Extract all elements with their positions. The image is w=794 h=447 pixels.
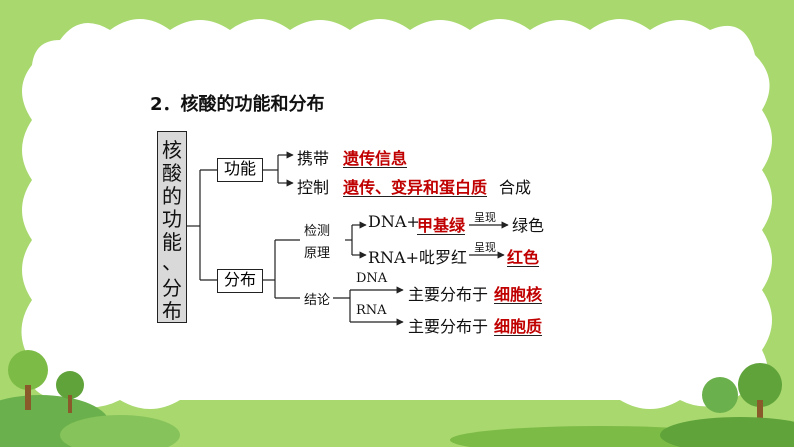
control-suffix: 合成 [499,178,532,197]
dna-reagent-prefix: DNA+ [368,212,420,231]
carry-answer: 遗传信息 [343,149,408,168]
reaction-label-1: 呈现 [474,211,496,224]
dna-location-prefix: 主要分布于 [408,285,489,304]
control-label: 控制 [297,178,330,197]
rna-reagent: RNA+吡罗红 [368,248,468,267]
control-answer: 遗传、变异和蛋白质 [343,178,488,197]
rna-color-answer: 红色 [507,248,540,267]
grass-and-trees [0,350,794,447]
root-char: 的 [162,184,182,208]
detect-label: 检测 [304,224,331,239]
function-box: 功能 [217,158,263,182]
root-char: 功 [162,207,182,231]
root-node-box: 核 酸 的 功 能 、 分 布 [157,131,187,323]
root-char: 分 [162,276,182,300]
root-char: 布 [162,299,182,323]
dna-location-answer: 细胞核 [494,285,543,304]
distribution-box: 分布 [217,269,263,293]
cloud-frame [21,19,772,409]
carry-label: 携带 [297,149,330,168]
dna-arrow-label: DNA [356,271,388,286]
rna-location-prefix: 主要分布于 [408,317,489,336]
principle-label: 原理 [304,246,331,261]
conclusion-label: 结论 [304,293,331,308]
root-char: 能 [162,230,182,254]
root-char: 酸 [162,161,182,185]
section-title: 2．核酸的功能和分布 [150,94,325,115]
dna-color: 绿色 [512,216,545,235]
dna-reagent-answer: 甲基绿 [417,216,466,235]
root-char: 、 [162,250,182,274]
rna-location-answer: 细胞质 [494,317,543,336]
root-char: 核 [162,138,182,162]
reaction-label-2: 呈现 [474,241,496,254]
rna-arrow-label: RNA [356,303,387,318]
